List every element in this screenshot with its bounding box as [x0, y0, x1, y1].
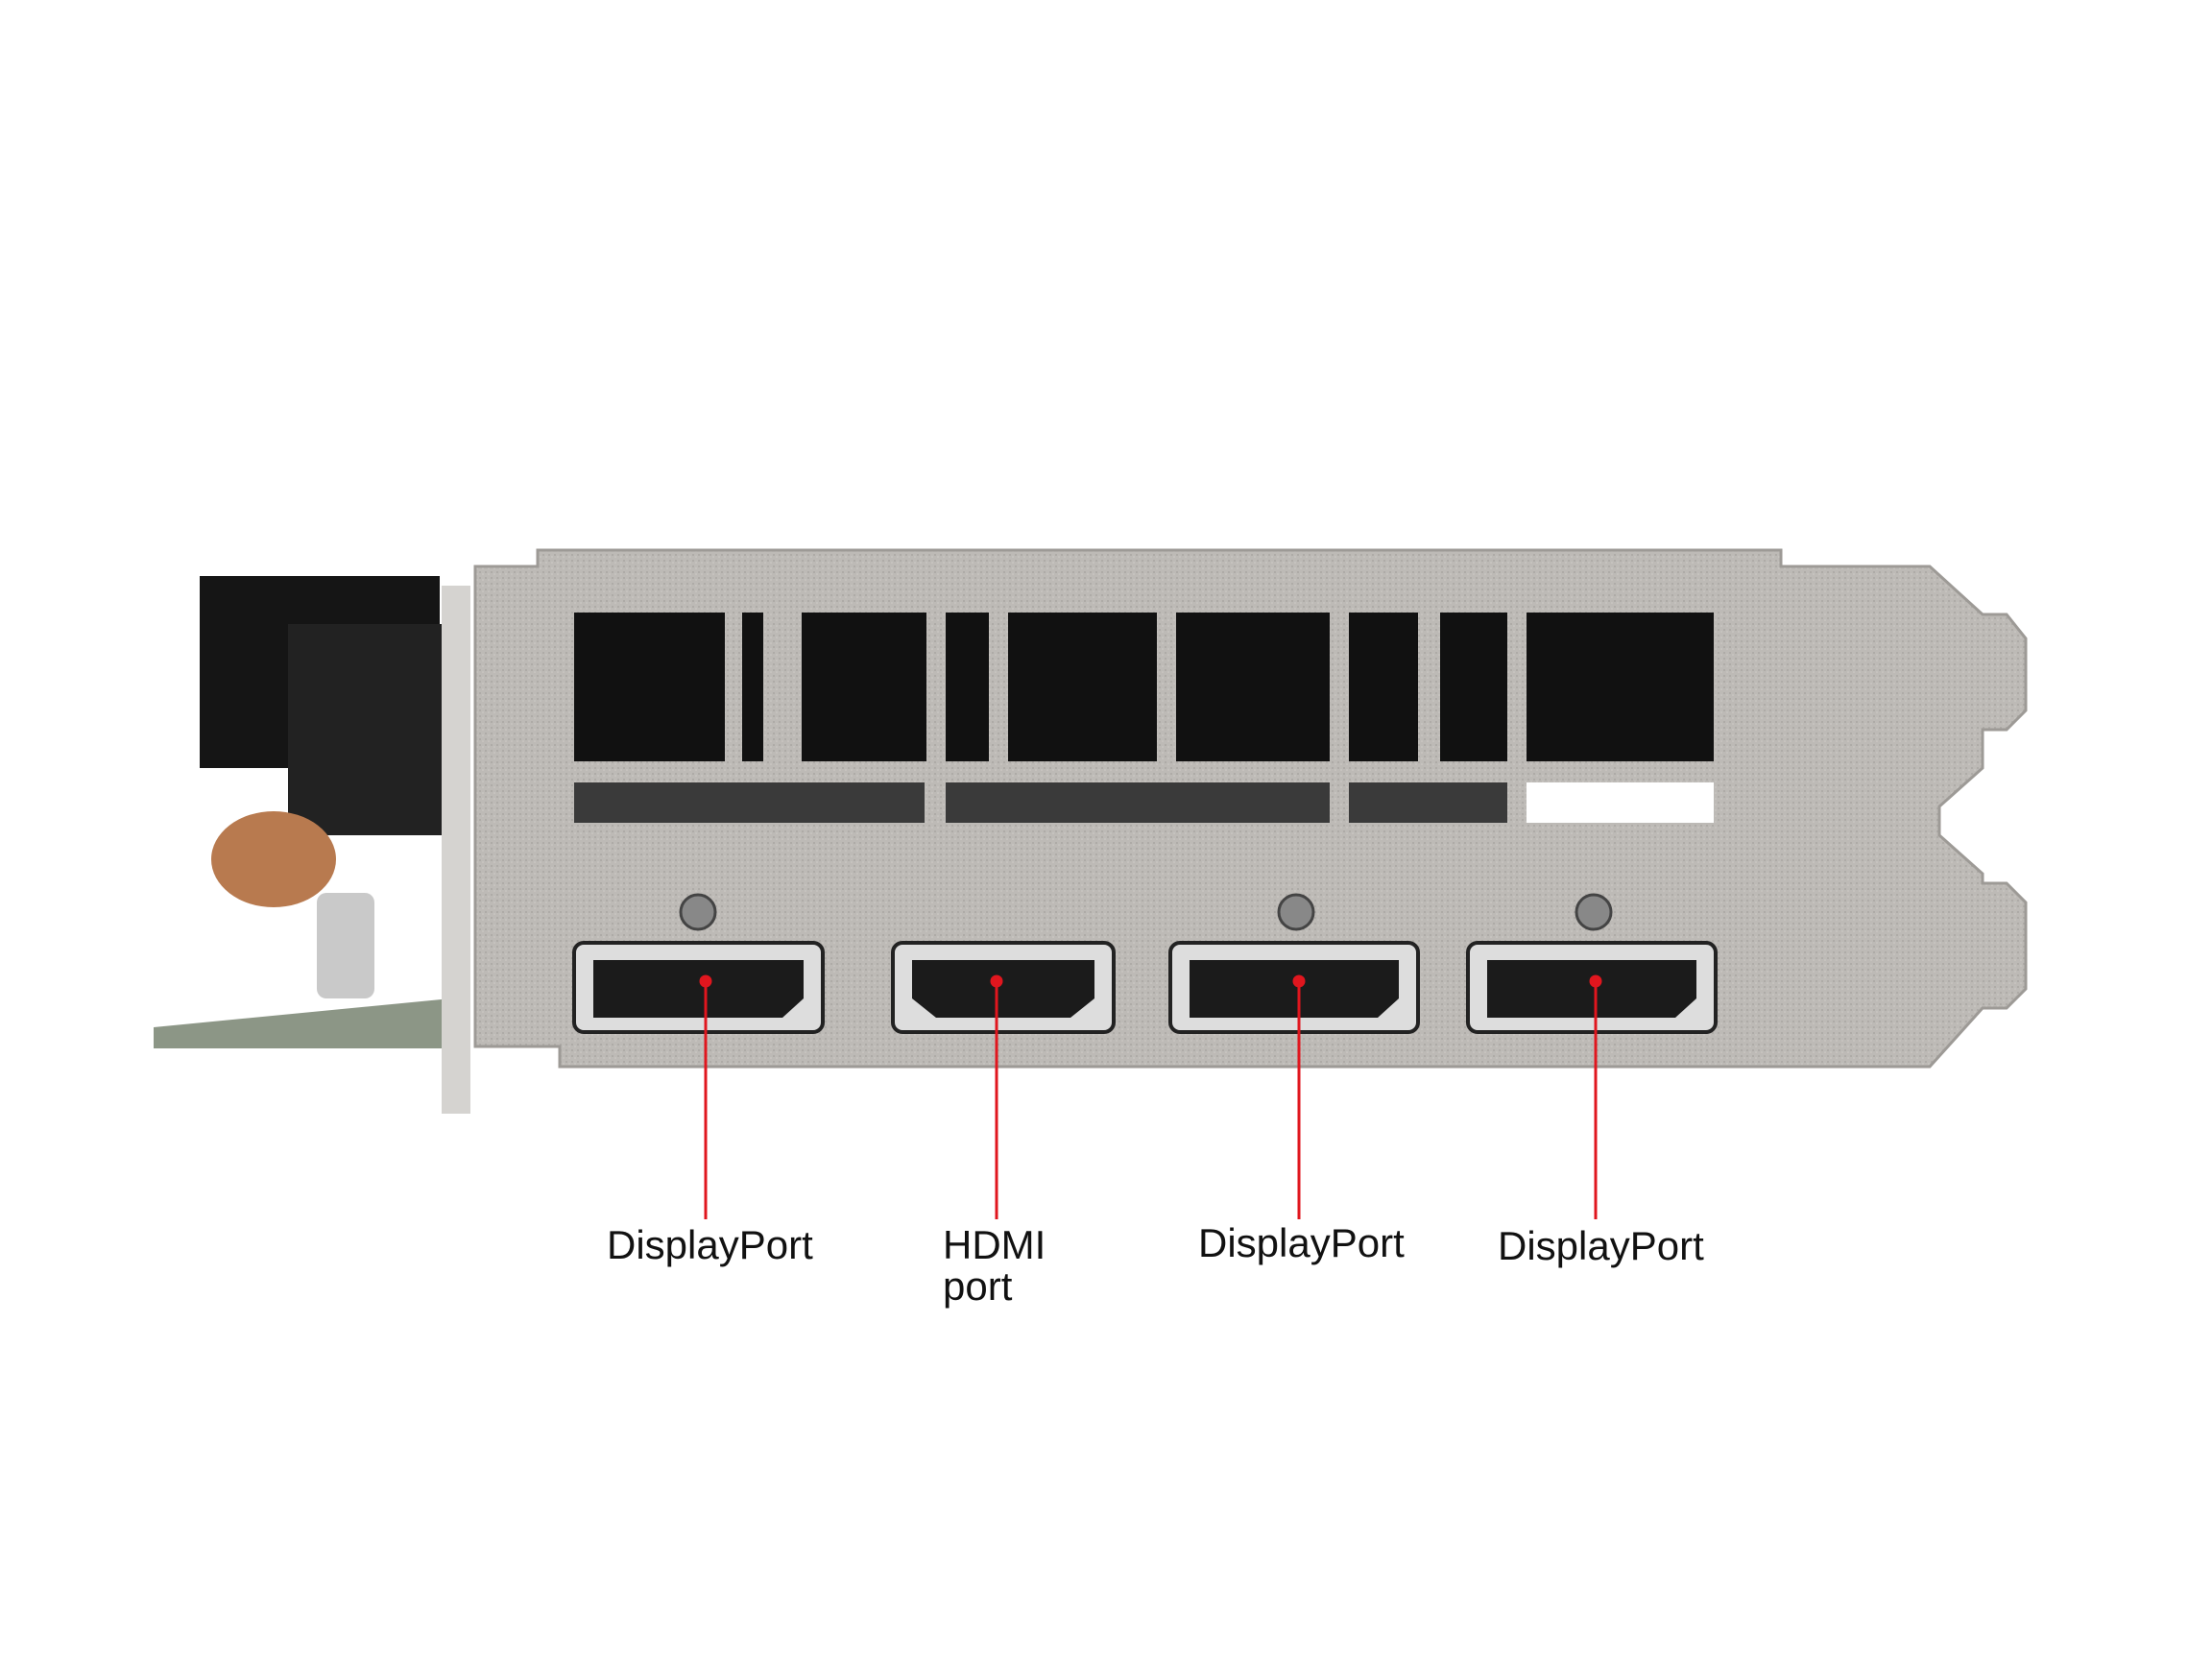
displayport-1 [572, 941, 825, 1034]
label-hdmi-line1: HDMI [943, 1222, 1046, 1267]
hdmi-port [891, 941, 1116, 1034]
label-displayport-3: DisplayPort [1498, 1223, 1704, 1268]
screw-icons [679, 893, 1613, 931]
label-displayport-2: DisplayPort [1198, 1220, 1405, 1265]
vent-openings [574, 613, 1714, 823]
label-displayport-1: DisplayPort [607, 1222, 813, 1267]
label-hdmi-line2: port [943, 1263, 1013, 1309]
displayport-3 [1466, 941, 1718, 1034]
displayport-2 [1168, 941, 1420, 1034]
heatsink [154, 576, 470, 1114]
